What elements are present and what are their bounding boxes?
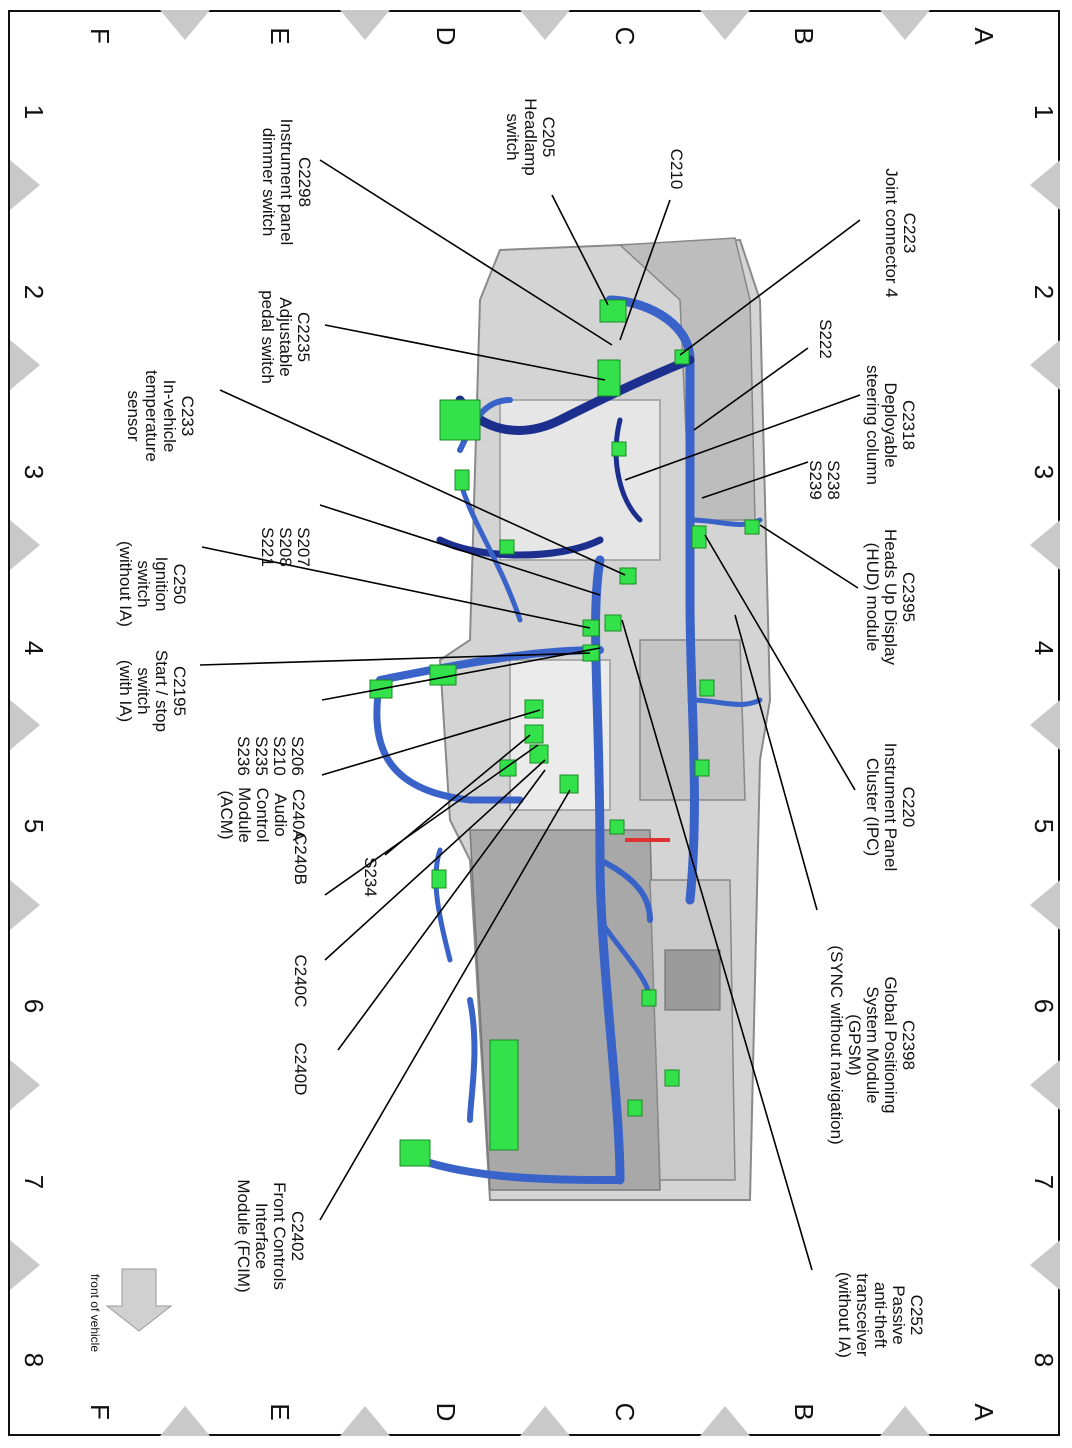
grid-letter-top-d: D — [431, 26, 461, 46]
grid-number-left-6: 6 — [19, 998, 49, 1014]
grid-letter-top-b: B — [789, 27, 819, 45]
leader-lines — [199, 159, 861, 1271]
grid-number-left-4: 4 — [19, 640, 49, 656]
callout-c2398: C2398 Global Positioning System Module (… — [827, 945, 918, 1145]
grid-letter-bottom-e: E — [265, 1403, 295, 1421]
callout-c2402: C2402 Front Controls Interface Module (F… — [234, 1179, 307, 1293]
front-of-vehicle-label: front of vehicle — [88, 1273, 102, 1353]
callout-c220: C220 Instrument Panel Cluster (IPC) — [863, 742, 918, 872]
grid-number-left-1: 1 — [19, 104, 49, 120]
grid-letter-top-c: C — [610, 26, 640, 46]
grid-number-right-7: 7 — [1029, 1174, 1059, 1190]
grid-letter-top-a: A — [969, 27, 999, 45]
grid-number-right-6: 6 — [1029, 998, 1059, 1014]
grid-letter-top-e: E — [265, 27, 295, 45]
grid-number-left-3: 3 — [19, 464, 49, 480]
callout-c2195: C2195 Start / stop switch (with IA) — [116, 649, 189, 733]
grid-letter-top-f: F — [85, 28, 115, 44]
grid-number-right-4: 4 — [1029, 640, 1059, 656]
grid-letter-bottom-c: C — [610, 1402, 640, 1422]
grid-letter-bottom-d: D — [431, 1402, 461, 1422]
grid-number-right-8: 8 — [1029, 1352, 1059, 1368]
grid-number-right-5: 5 — [1029, 818, 1059, 834]
grid-number-right-2: 2 — [1029, 284, 1059, 300]
grid-letter-bottom-a: A — [969, 1403, 999, 1421]
grid-number-right-1: 1 — [1029, 104, 1059, 120]
grid-number-left-5: 5 — [19, 818, 49, 834]
grid-letter-bottom-f: F — [85, 1404, 115, 1420]
grid-number-left-7: 7 — [19, 1174, 49, 1190]
callout-c205: C205 Headlamp switch — [503, 98, 558, 176]
grid-number-left-2: 2 — [19, 284, 49, 300]
callout-c252: C252 Passive anti-theft transceiver (wit… — [835, 1272, 926, 1358]
grid-number-left-8: 8 — [19, 1352, 49, 1368]
front-of-vehicle-arrow-icon — [105, 1268, 173, 1332]
grid-number-right-3: 3 — [1029, 464, 1059, 480]
callout-s238: S238 S239 — [806, 460, 843, 500]
grid-letter-bottom-b: B — [789, 1403, 819, 1421]
zone-markers — [10, 10, 1060, 1436]
callout-s234: S234 — [361, 857, 380, 897]
callout-c210: C210 — [667, 148, 686, 190]
